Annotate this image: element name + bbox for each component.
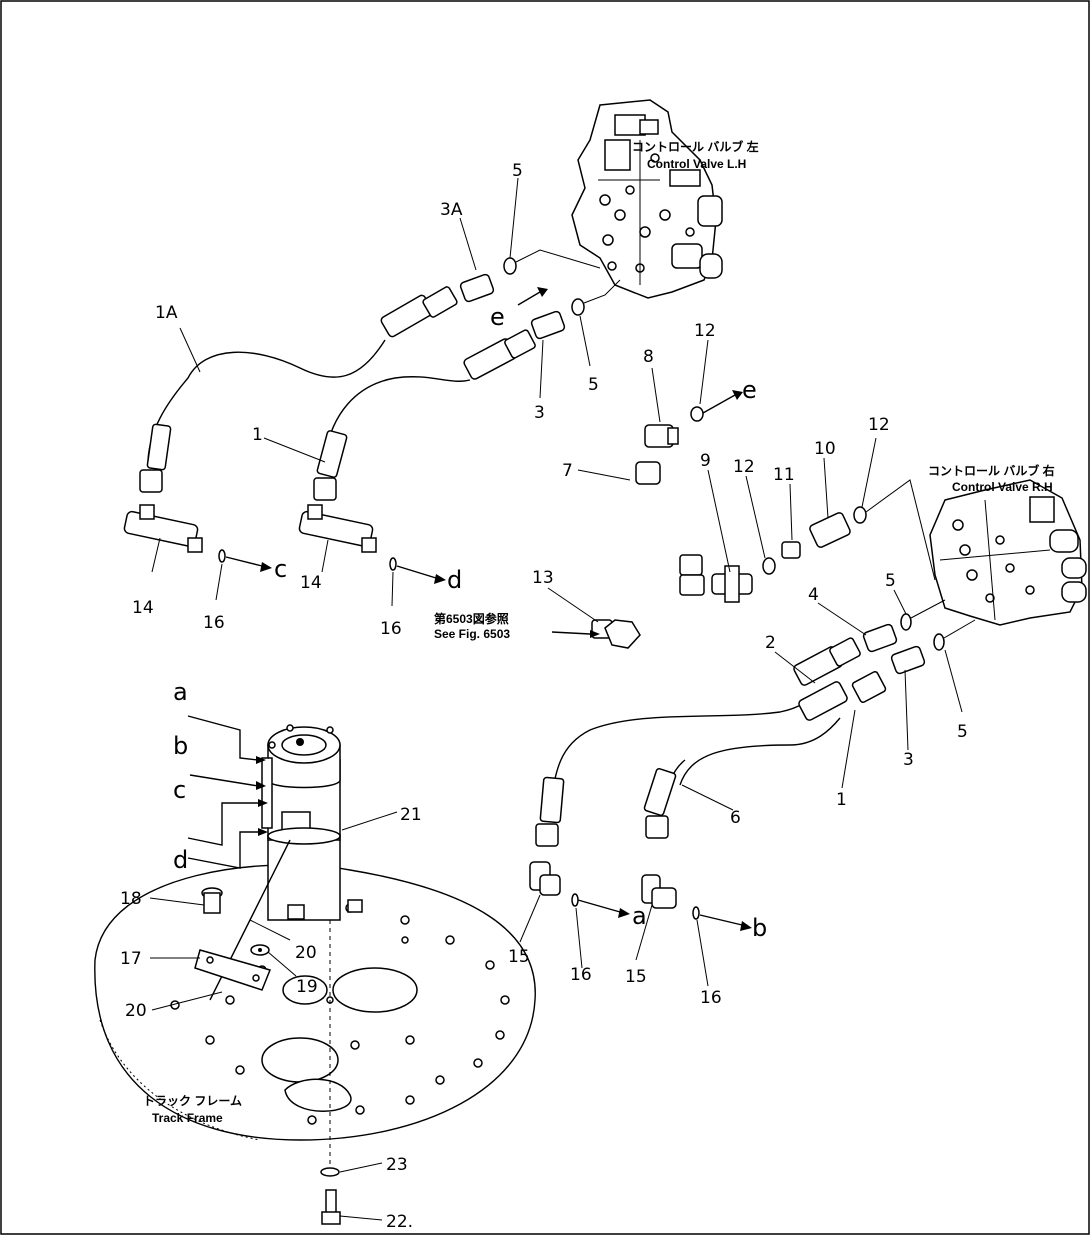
tee-9 bbox=[711, 565, 753, 603]
part-18-label: 18 bbox=[120, 889, 142, 909]
part-14-b-label: 14 bbox=[300, 573, 322, 593]
leader-lines bbox=[149, 177, 963, 1221]
see-fig-note: 第6503図参照 See Fig. 6503 bbox=[434, 611, 510, 641]
see-fig-jp-label: 第6503図参照 bbox=[434, 611, 509, 626]
see-fig-en-label: See Fig. 6503 bbox=[434, 627, 510, 641]
plate-17 bbox=[194, 949, 272, 991]
washer-23 bbox=[320, 1167, 340, 1177]
valve-lh-jp-label: コントロール バルブ 左 bbox=[632, 139, 759, 154]
bolt-22 bbox=[321, 1189, 341, 1225]
valve-rh-jp-label: コントロール バルブ 右 bbox=[928, 463, 1055, 478]
part-21-label: 21 bbox=[400, 805, 422, 825]
part-15-b-label: 15 bbox=[625, 967, 647, 987]
part-5-d-label: 5 bbox=[957, 722, 968, 742]
letter-e-upper: e bbox=[490, 303, 505, 331]
part-3-upper-label: 3 bbox=[534, 403, 545, 423]
elbow-8 bbox=[644, 424, 679, 448]
hose-1-upper bbox=[313, 329, 536, 501]
hose-1a bbox=[139, 286, 458, 493]
part-9-label: 9 bbox=[700, 451, 711, 471]
oring-12-b bbox=[762, 557, 776, 575]
letter-a-out: a bbox=[632, 902, 647, 930]
letter-d-in: d bbox=[173, 846, 188, 874]
part-20-a-label: 20 bbox=[125, 1001, 147, 1021]
part-16-c-label: 16 bbox=[570, 965, 592, 985]
part-1-lower-label: 1 bbox=[836, 790, 847, 810]
swivel-14-a bbox=[123, 504, 203, 553]
valve-rh-en-label: Control Valve R.H bbox=[952, 480, 1053, 494]
oring-12-c bbox=[853, 506, 867, 524]
tube-7 bbox=[635, 461, 703, 576]
oring-5-d bbox=[933, 633, 945, 651]
part-11-label: 11 bbox=[773, 465, 795, 485]
swivel-joint-21 bbox=[209, 724, 363, 1001]
part-6-label: 6 bbox=[730, 808, 741, 828]
part-17-label: 17 bbox=[120, 949, 142, 969]
fitting-11 bbox=[781, 541, 801, 559]
letter-e-right: e bbox=[742, 376, 757, 404]
part-3-lower-label: 3 bbox=[903, 750, 914, 770]
hose-6 bbox=[643, 759, 686, 839]
part-2-label: 2 bbox=[765, 633, 776, 653]
fitting-10 bbox=[809, 512, 851, 548]
part-5-c-label: 5 bbox=[885, 571, 896, 591]
part-16-b-label: 16 bbox=[380, 619, 402, 639]
part-1a-label: 1A bbox=[155, 303, 178, 323]
part-20-b-label: 20 bbox=[295, 943, 317, 963]
see-fig-part bbox=[604, 619, 641, 649]
part-4-label: 4 bbox=[808, 585, 819, 605]
part-16-d-label: 16 bbox=[700, 988, 722, 1008]
elbow-15-a bbox=[529, 861, 561, 896]
letter-a-in: a bbox=[173, 678, 188, 706]
track-frame-jp-label: トラック フレーム bbox=[143, 1094, 242, 1108]
part-3a-label: 3A bbox=[440, 200, 463, 220]
part-23-label: 23 bbox=[386, 1155, 408, 1175]
pin-18 bbox=[201, 887, 223, 914]
oring-12-a bbox=[690, 406, 704, 422]
part-12-c-label: 12 bbox=[868, 415, 890, 435]
part-7-label: 7 bbox=[562, 461, 573, 481]
letter-d-out: d bbox=[447, 566, 462, 594]
part-12-a-label: 12 bbox=[694, 321, 716, 341]
part-1-upper-label: 1 bbox=[252, 425, 263, 445]
track-frame-en-label: Track Frame bbox=[152, 1111, 223, 1125]
connection-letter-labels: a b c d c d a b e e bbox=[173, 303, 767, 942]
hose-2 bbox=[535, 637, 861, 847]
letter-b-out: b bbox=[752, 914, 767, 942]
part-5-a-label: 5 bbox=[512, 161, 523, 181]
part-14-a-label: 14 bbox=[132, 598, 154, 618]
part-12-b-label: 12 bbox=[733, 457, 755, 477]
swivel-14-b bbox=[298, 504, 377, 553]
adapter-3-lower bbox=[890, 645, 926, 675]
part-8-label: 8 bbox=[643, 347, 654, 367]
part-22-label: 22. bbox=[386, 1212, 413, 1232]
valve-lh-en-label: Control Valve L.H bbox=[647, 157, 746, 171]
elbow-15-b bbox=[641, 874, 677, 909]
letter-b-in: b bbox=[173, 732, 188, 760]
adapter-4 bbox=[862, 623, 898, 653]
part-13-label: 13 bbox=[532, 568, 554, 588]
connection-arrows bbox=[187, 287, 752, 931]
letter-c-in: c bbox=[173, 776, 186, 804]
adapter-3-upper bbox=[530, 298, 585, 340]
letter-c-out: c bbox=[274, 555, 287, 583]
control-valve-lh: コントロール バルブ 左 Control Valve L.H bbox=[571, 99, 759, 299]
washer-19 bbox=[250, 944, 270, 956]
part-19-label: 19 bbox=[296, 977, 318, 997]
oring-5-c bbox=[900, 613, 912, 631]
part-5-b-label: 5 bbox=[588, 375, 599, 395]
part-10-label: 10 bbox=[814, 439, 836, 459]
hose-1-lower bbox=[679, 671, 887, 786]
control-valve-rh: コントロール バルブ 右 Control Valve R.H bbox=[928, 463, 1087, 626]
part-15-a-label: 15 bbox=[508, 947, 530, 967]
part-number-labels: 1A 1 3A 5 5 3 8 12 7 9 12 11 10 12 13 2 … bbox=[120, 161, 968, 1232]
part-16-a-label: 16 bbox=[203, 613, 225, 633]
